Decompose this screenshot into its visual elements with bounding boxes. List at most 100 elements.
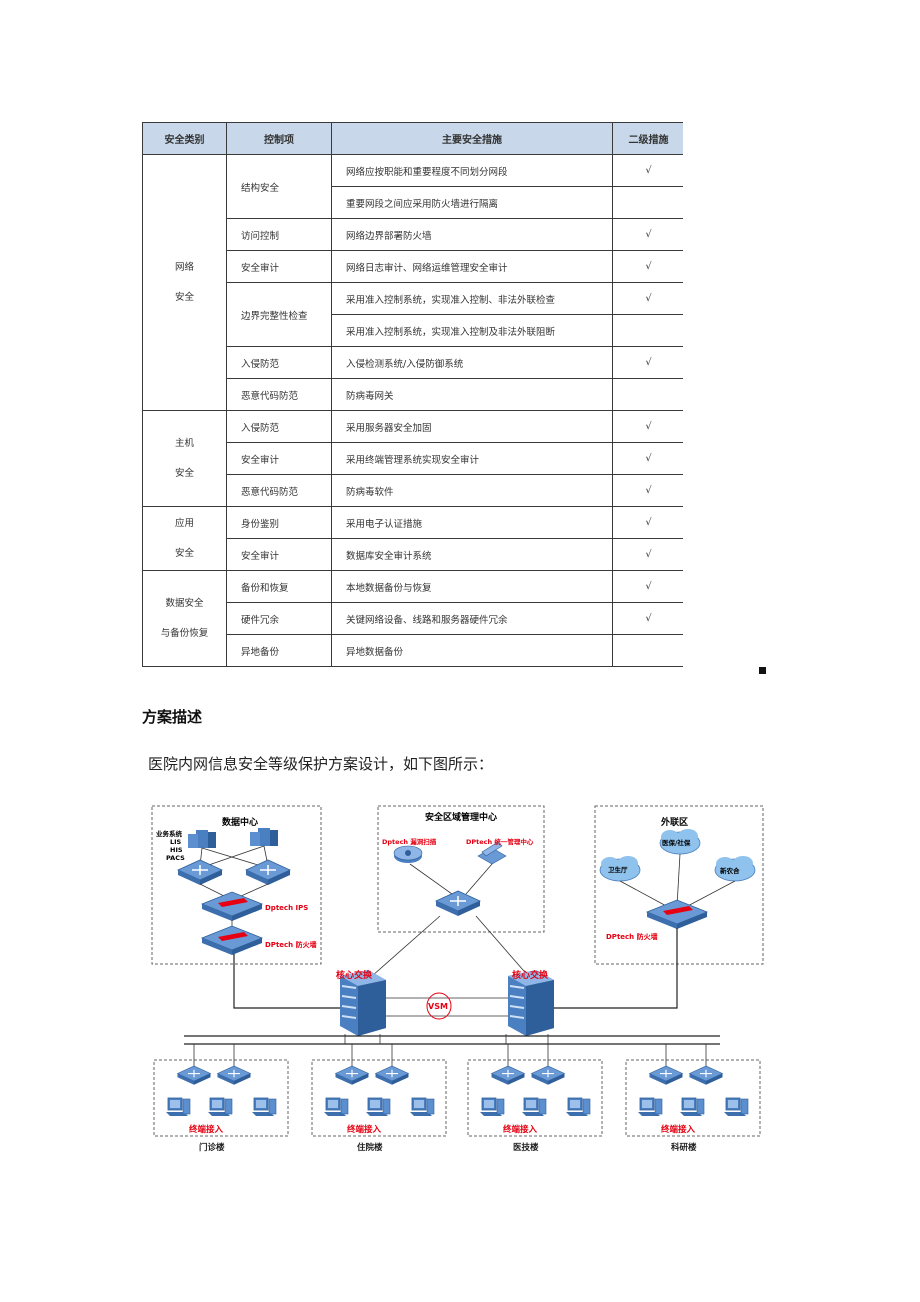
access-label: 终端接入 [346,1124,382,1135]
building-label: 科研楼 [671,1142,697,1153]
level2-cell: √ [612,570,685,603]
control-cell: 结构安全 [226,154,332,219]
category-label: 主机 [174,437,194,449]
system-label-1: LIS [170,838,182,846]
zone-building-2 [311,1059,447,1137]
level2-cell: √ [612,538,685,571]
switch-icon [435,890,481,917]
check-mark: √ [645,293,652,304]
switch-icon [177,859,223,886]
unified-mgmt-label: DPtech 统一管理中心 [466,837,534,846]
building-label: 住院楼 [357,1142,383,1153]
cloud-label-2: 新农合 [720,866,740,875]
header-level2: 二级措施 [612,122,685,155]
unified-mgmt-icon [477,841,507,865]
check-mark: √ [645,165,652,176]
measure-cell: 防病毒网关 [331,378,613,411]
measure-cell: 网络应按职能和重要程度不同划分网段 [331,154,613,187]
measure-cell: 防病毒软件 [331,474,613,507]
zone-building-3 [467,1059,603,1137]
table-row: 采用准入控制系统，实现准入控制及非法外联阻断 [143,314,685,347]
pc-icon [679,1097,705,1117]
category-cell: 主机安全 [142,410,227,507]
level2-cell: √ [612,410,685,443]
check-mark: √ [645,229,652,240]
zone-external [594,805,764,965]
system-label-2: HIS [170,846,183,854]
switch-icon [334,1065,370,1086]
control-cell: 硬件冗余 [226,602,332,635]
bullet-mark [759,667,766,674]
table-row: 恶意代码防范防病毒软件√ [143,474,685,507]
measure-cell: 网络日志审计、网络运维管理安全审计 [331,250,613,283]
check-mark: √ [645,549,652,560]
server-icon [250,828,278,846]
control-cell: 入侵防范 [226,410,332,443]
control-cell: 安全审计 [226,538,332,571]
category-label: 应用 [174,517,194,529]
ext-firewall-label: DPtech 防火墙 [606,932,658,941]
level2-cell [612,378,685,411]
datacenter-title: 数据中心 [222,816,258,828]
pc-icon [251,1097,277,1117]
pc-icon [365,1097,391,1117]
pc-icon [207,1097,233,1117]
zone-datacenter [151,805,322,965]
measure-cell: 采用终端管理系统实现安全审计 [331,442,613,475]
description-paragraph: 医院内网信息安全等级保护方案设计，如下图所示： [148,755,494,773]
level2-cell: √ [612,506,685,539]
switch-icon [216,1065,252,1086]
level2-cell: √ [612,474,685,507]
table-row: 数据安全与备份恢复备份和恢复本地数据备份与恢复√ [142,570,685,667]
table-row: 网络安全结构安全网络应按职能和重要程度不同划分网段√ [142,154,685,411]
measure-cell: 数据库安全审计系统 [331,538,613,571]
switch-icon [688,1065,724,1086]
control-cell: 安全审计 [226,250,332,283]
control-cell: 异地备份 [226,634,332,667]
level2-cell: √ [612,154,685,187]
category-label: 安全 [174,467,194,479]
pc-icon [565,1097,591,1117]
header-measures: 主要安全措施 [331,122,613,155]
vsm-label: VSM [428,1002,448,1011]
switch-icon [176,1065,212,1086]
pc-icon [409,1097,435,1117]
ips-label: Dptech IPS [265,904,308,912]
measure-cell: 采用电子认证措施 [331,506,613,539]
level2-cell: √ [612,282,685,315]
switch-icon [374,1065,410,1086]
zone-building-4 [625,1059,761,1137]
category-cell: 数据安全与备份恢复 [142,570,227,667]
measure-cell: 采用准入控制系统，实现准入控制、非法外联检查 [331,282,613,315]
pc-icon [723,1097,749,1117]
pc-icon [479,1097,505,1117]
pc-icon [323,1097,349,1117]
level2-cell: √ [612,602,685,635]
security-measures-table: 安全类别 控制项 主要安全措施 二级措施 网络安全结构安全网络应按职能和重要程度… [142,122,685,667]
category-label: 安全 [174,291,194,303]
check-mark: √ [645,581,652,592]
level2-cell [612,634,685,667]
switch-icon [530,1065,566,1086]
table-row: 恶意代码防范防病毒网关 [143,378,685,411]
category-label: 安全 [174,547,194,559]
check-mark: √ [645,517,652,528]
external-title: 外联区 [660,816,688,828]
pc-icon [165,1097,191,1117]
table-header-row: 安全类别 控制项 主要安全措施 二级措施 [142,122,685,155]
scanner-label: Dptech 漏洞扫描 [382,837,437,846]
measure-cell: 采用服务器安全加固 [331,410,613,443]
measure-cell: 采用准入控制系统，实现准入控制及非法外联阻断 [331,314,613,347]
level2-cell [612,314,685,347]
control-cell: 安全审计 [226,442,332,475]
switch-icon [490,1065,526,1086]
table-row: 安全审计数据库安全审计系统 √ [143,538,685,571]
category-label: 与备份恢复 [160,627,209,639]
system-label-0: 业务系统 [156,829,183,838]
table-row: 主机安全入侵防范采用服务器安全加固√ [142,410,685,507]
switch-icon [648,1065,684,1086]
ips-icon [201,891,263,922]
measure-cell: 入侵检测系统/入侵防御系统 [331,346,613,379]
level2-cell: √ [612,218,685,251]
control-cell: 访问控制 [226,218,332,251]
